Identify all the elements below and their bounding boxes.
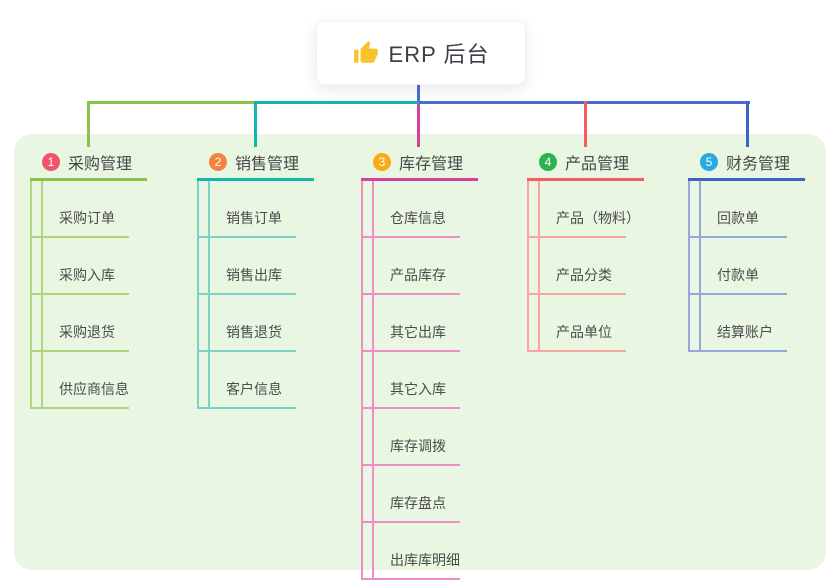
branch-children: 仓库信息产品库存其它出库其它入库库存调拨库存盘点出库库明细 (361, 181, 460, 580)
branch-node-5[interactable]: 5 财务管理 (688, 147, 806, 177)
branch-drop-line-4 (584, 101, 587, 147)
child-node[interactable]: 采购退货 (32, 295, 129, 352)
branch-number-badge: 4 (539, 153, 557, 171)
branch-label: 库存管理 (399, 156, 464, 173)
child-label: 产品库存 (390, 267, 446, 283)
branch-label: 产品管理 (565, 156, 630, 173)
child-node[interactable]: 出库库明细 (363, 523, 460, 580)
child-label: 出库库明细 (390, 552, 460, 568)
child-node[interactable]: 供应商信息 (32, 352, 129, 409)
branch-children: 采购订单采购入库采购退货供应商信息 (30, 181, 129, 409)
child-label: 库存调拨 (390, 438, 446, 454)
branch-1: 1 采购管理采购订单采购入库采购退货供应商信息 (30, 147, 148, 409)
child-node[interactable]: 采购订单 (32, 181, 129, 238)
branch-node-2[interactable]: 2 销售管理 (197, 147, 315, 177)
child-label: 销售退货 (226, 324, 282, 340)
child-rail-line (41, 181, 43, 409)
child-node[interactable]: 其它出库 (363, 295, 460, 352)
child-rail-line (208, 181, 210, 409)
bus-line-left (87, 101, 255, 104)
child-rail-line (538, 181, 540, 352)
branch-underline (527, 178, 644, 181)
branch-underline (688, 178, 805, 181)
child-label: 结算账户 (717, 324, 773, 340)
branch-children: 产品（物料） 产品分类产品单位 (527, 181, 640, 352)
child-node[interactable]: 销售退货 (199, 295, 296, 352)
branch-node-4[interactable]: 4 产品管理 (527, 147, 645, 177)
child-node[interactable]: 产品（物料） (529, 181, 640, 238)
branch-drop-line-3 (417, 104, 420, 147)
branch-node-1[interactable]: 1 采购管理 (30, 147, 148, 177)
branch-4: 4 产品管理产品（物料） 产品分类产品单位 (527, 147, 645, 352)
child-node[interactable]: 结算账户 (690, 295, 787, 352)
child-node[interactable]: 销售订单 (199, 181, 296, 238)
child-label: 其它出库 (390, 324, 446, 340)
child-label: 产品分类 (556, 267, 612, 283)
child-rail-line (699, 181, 701, 352)
child-label: 产品（物料） (556, 210, 640, 226)
branch-underline (30, 178, 147, 181)
branch-number-badge: 5 (700, 153, 718, 171)
branch-node-3[interactable]: 3 库存管理 (361, 147, 479, 177)
child-label: 仓库信息 (390, 210, 446, 226)
child-label: 采购入库 (59, 267, 115, 283)
child-node[interactable]: 仓库信息 (363, 181, 460, 238)
child-label: 回款单 (717, 210, 759, 226)
branch-children: 销售订单销售出库销售退货客户信息 (197, 181, 296, 409)
child-label: 采购订单 (59, 210, 115, 226)
branch-drop-line-2 (254, 101, 257, 147)
child-label: 供应商信息 (59, 381, 129, 397)
child-node[interactable]: 销售出库 (199, 238, 296, 295)
branch-drop-line-5 (746, 101, 749, 147)
child-label: 销售出库 (226, 267, 282, 283)
child-node[interactable]: 库存盘点 (363, 466, 460, 523)
branch-number-badge: 2 (209, 153, 227, 171)
root-node[interactable]: ERP 后台 (316, 21, 526, 85)
branch-number-badge: 1 (42, 153, 60, 171)
root-connector-line (417, 83, 420, 104)
branch-children: 回款单付款单结算账户 (688, 181, 787, 352)
branch-drop-line-1 (87, 101, 90, 147)
child-node[interactable]: 回款单 (690, 181, 787, 238)
child-node[interactable]: 库存调拨 (363, 409, 460, 466)
child-node[interactable]: 采购入库 (32, 238, 129, 295)
branch-number-badge: 3 (373, 153, 391, 171)
child-label: 产品单位 (556, 324, 612, 340)
child-label: 其它入库 (390, 381, 446, 397)
branch-2: 2 销售管理销售订单销售出库销售退货客户信息 (197, 147, 315, 409)
branch-label: 采购管理 (68, 156, 133, 173)
child-label: 库存盘点 (390, 495, 446, 511)
branch-3: 3 库存管理仓库信息产品库存其它出库其它入库库存调拨库存盘点出库库明细 (361, 147, 479, 580)
root-title: ERP 后台 (388, 42, 490, 67)
child-label: 付款单 (717, 267, 759, 283)
branch-label: 财务管理 (726, 156, 791, 173)
child-node[interactable]: 产品库存 (363, 238, 460, 295)
thumbs-up-icon (353, 40, 379, 66)
child-node[interactable]: 产品单位 (529, 295, 626, 352)
branch-underline (361, 178, 478, 181)
child-label: 销售订单 (226, 210, 282, 226)
branches-panel (14, 134, 826, 570)
child-node[interactable]: 其它入库 (363, 352, 460, 409)
branch-5: 5 财务管理回款单付款单结算账户 (688, 147, 806, 352)
child-rail-line (372, 181, 374, 580)
child-node[interactable]: 产品分类 (529, 238, 626, 295)
branch-underline (197, 178, 314, 181)
bus-line-middle (255, 101, 419, 104)
child-node[interactable]: 客户信息 (199, 352, 296, 409)
child-node[interactable]: 付款单 (690, 238, 787, 295)
child-label: 采购退货 (59, 324, 115, 340)
child-label: 客户信息 (226, 381, 282, 397)
branch-label: 销售管理 (235, 156, 300, 173)
